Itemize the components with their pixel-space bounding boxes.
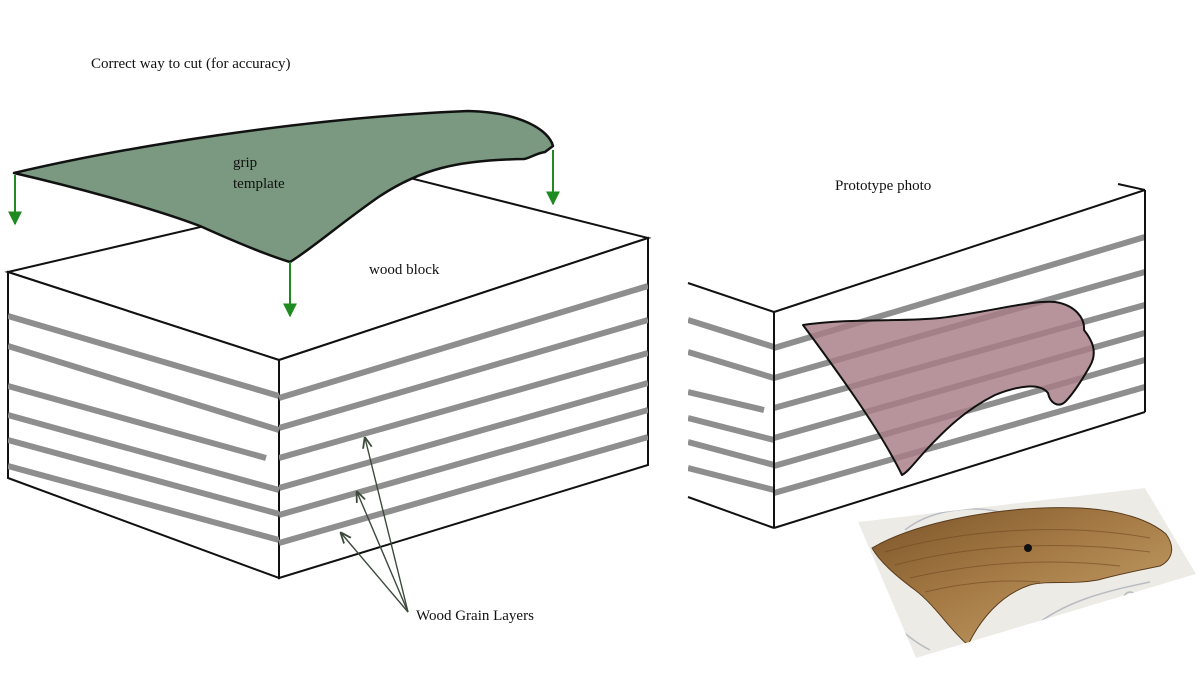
edge [1117, 183, 1146, 191]
edge [773, 189, 1146, 313]
wood-grain-layers-label: Wood Grain Layers [416, 608, 534, 624]
grain-pointer-arrows [341, 438, 409, 613]
prototype-photo-label: Prototype photo [835, 178, 932, 194]
grain-stripe [688, 439, 774, 468]
grain-stripe [688, 465, 774, 493]
grain-stripe [279, 407, 648, 518]
arrow-pointer-icon [365, 438, 409, 613]
grip-template-shape [12, 109, 555, 264]
grip-template-label-line1: grip [233, 155, 258, 171]
grain-stripe [8, 313, 279, 399]
prototype-block-front-face [688, 283, 774, 528]
grain-stripe [279, 434, 648, 546]
grain-stripe [279, 380, 648, 491]
prototype-block [687, 183, 1146, 529]
wood-block [4, 176, 652, 580]
grip-template-label: grip template [233, 153, 285, 195]
prototype-grip-shape [802, 300, 1095, 476]
photo-wood-grip [871, 507, 1173, 646]
prototype-grain-front [688, 317, 774, 493]
grain-stripe [688, 349, 774, 381]
prototype-block-edges [687, 183, 1146, 529]
photo-wood-grain [884, 529, 1151, 593]
grain-stripe [8, 383, 267, 461]
grain-layers-front [8, 313, 279, 543]
grip-template-label-line2: template [233, 176, 285, 192]
photo-hole [1024, 544, 1032, 552]
grain-stripe [279, 350, 648, 461]
prototype-photo [858, 488, 1196, 658]
grain-stripe [688, 317, 774, 350]
grain-stripe [279, 283, 648, 401]
arrow-pointer-icon [357, 492, 409, 613]
cut-direction-arrows [8, 150, 560, 318]
diagram-title: Correct way to cut (for accuracy) [91, 56, 291, 72]
grain-stripe [279, 317, 648, 431]
grain-stripe [8, 343, 279, 433]
arrow-pointer-icon [341, 533, 409, 613]
grain-layers-side [279, 283, 648, 546]
grain-stripe [8, 437, 279, 517]
grain-stripe [774, 384, 1145, 496]
edge [687, 496, 775, 529]
grain-stripe [8, 412, 279, 493]
grain-stripe [688, 389, 765, 413]
wood-block-label: wood block [369, 262, 440, 278]
edge [773, 411, 1146, 529]
grain-stripe [688, 415, 774, 443]
grain-stripe [8, 463, 279, 543]
edge [687, 282, 775, 313]
